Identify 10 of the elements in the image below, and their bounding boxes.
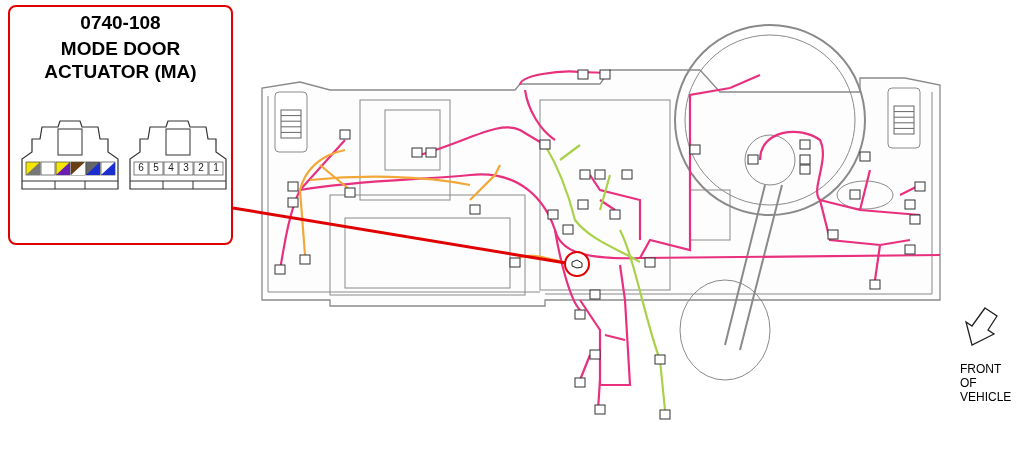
pin-number: 6 xyxy=(137,162,145,174)
callout-box xyxy=(8,5,233,245)
pin-number: 5 xyxy=(152,162,160,174)
pin-number: 2 xyxy=(197,162,205,174)
part-number: 0740-108 xyxy=(79,11,162,34)
pin-number: 4 xyxy=(167,162,175,174)
pin-number: 1 xyxy=(212,162,220,174)
direction-note: FRONT OF VEHICLE xyxy=(960,362,1012,404)
pin-number: 3 xyxy=(182,162,190,174)
connector-name: MODE DOOR ACTUATOR (MA) xyxy=(43,37,198,83)
